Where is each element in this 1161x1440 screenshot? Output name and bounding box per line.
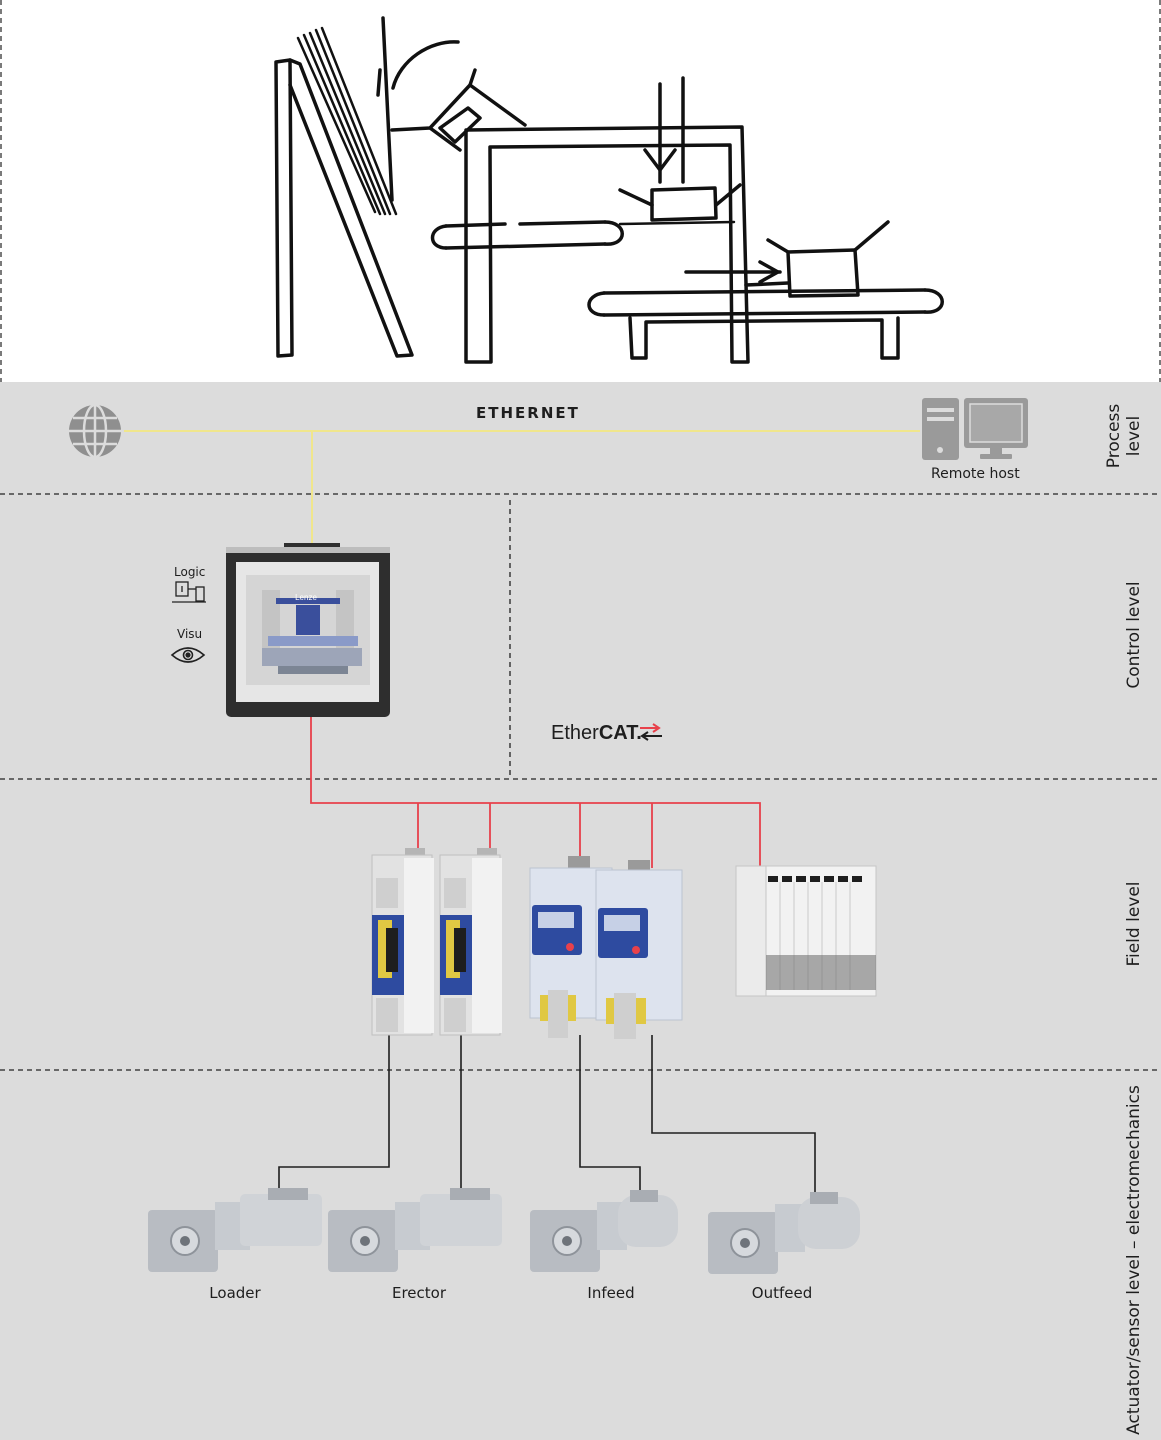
motor-label-loader: Loader — [209, 1284, 261, 1302]
ethercat-logo-part1: Ether — [551, 722, 599, 744]
globe-icon — [69, 403, 121, 459]
control-level-band — [0, 494, 1161, 779]
ethernet-lines — [124, 430, 920, 548]
process-level-label-line2: level — [1124, 415, 1144, 457]
motor-cables — [278, 1035, 816, 1198]
motor-infeed — [530, 1190, 678, 1272]
io-system — [735, 865, 877, 997]
servo-drive-2 — [439, 848, 502, 1036]
process-level-label: Process level — [1104, 404, 1144, 469]
packaging-machine-sketch — [274, 16, 944, 364]
logic-icon — [172, 581, 206, 603]
motor-loader — [148, 1188, 322, 1272]
ethernet-label: ETHERNET — [476, 404, 580, 422]
level-separators — [0, 493, 1161, 1071]
remote-host-label: Remote host — [931, 466, 1020, 482]
computer-icon — [922, 398, 1028, 460]
logic-label: Logic — [174, 565, 206, 579]
hmi-panel: Lenze — [226, 543, 390, 717]
motor-label-outfeed: Outfeed — [751, 1284, 813, 1302]
motor-label-erector: Erector — [391, 1284, 447, 1302]
ethercat-logo: EtherCAT. — [551, 722, 642, 745]
actuator-level-label: Actuator/sensor level – electromechanics — [1124, 1085, 1144, 1435]
field-level-label: Field level — [1124, 881, 1144, 967]
motor-outfeed — [708, 1192, 860, 1274]
ethercat-arrows-icon — [640, 723, 662, 741]
ethercat-lines — [310, 704, 761, 870]
control-level-label: Control level — [1124, 581, 1144, 689]
motor-label-infeed: Infeed — [587, 1284, 635, 1302]
process-level-label-line1: Process — [1104, 403, 1124, 469]
servo-drive-1 — [371, 848, 434, 1036]
ethercat-logo-part2: CAT. — [598, 722, 642, 744]
motor-erector — [328, 1188, 502, 1272]
inverter-2 — [595, 860, 683, 1039]
visu-label: Visu — [177, 627, 203, 641]
eye-icon — [170, 647, 206, 663]
machine-sketch-frame — [0, 0, 1161, 382]
hmi-brand-text: Lenze — [295, 593, 317, 602]
